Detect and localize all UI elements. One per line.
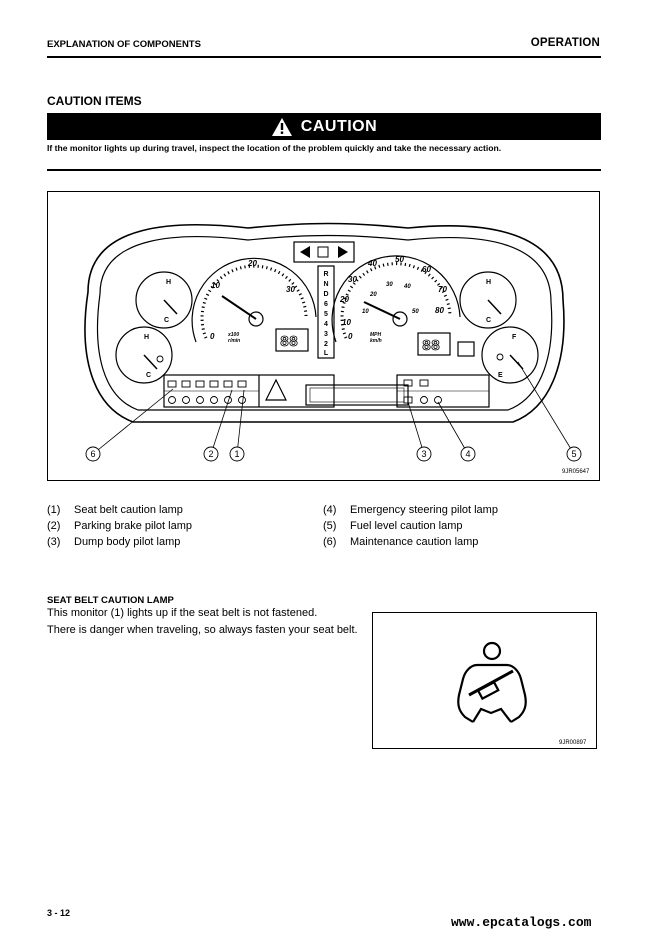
callout-6-label: 6 xyxy=(90,449,95,459)
gear-letter: N xyxy=(323,281,328,288)
watermark-url[interactable]: www.epcatalogs.com xyxy=(451,915,592,930)
item-2: (2) Parking brake pilot lamp xyxy=(47,520,192,532)
caution-label: CAUTION xyxy=(300,117,378,135)
callout-1 xyxy=(229,446,245,462)
callout-2 xyxy=(203,446,219,462)
warning-triangle-icon xyxy=(271,117,292,136)
section-title: CAUTION ITEMS xyxy=(47,94,142,108)
item-number: (4) xyxy=(323,504,337,516)
callout-3-label: 3 xyxy=(421,449,426,459)
item-number: (6) xyxy=(323,536,337,548)
item-3: (3) Dump body pilot lamp xyxy=(47,536,180,548)
item-number: (5) xyxy=(323,520,337,532)
gauge-letter: H xyxy=(166,279,171,286)
gauge-letter: C xyxy=(164,317,169,324)
header-section-label: EXPLANATION OF COMPONENTS xyxy=(47,39,201,50)
speedo-label: 40 xyxy=(367,259,377,268)
item-label: Maintenance caution lamp xyxy=(350,536,479,548)
item-6: (6) Maintenance caution lamp xyxy=(323,536,478,548)
speedo-inner-label: 30 xyxy=(386,282,393,288)
tach-label: 10 xyxy=(211,281,220,290)
item-label: Fuel level caution lamp xyxy=(350,520,463,532)
page-number: 3 - 12 xyxy=(47,908,71,918)
gear-letter: L xyxy=(324,350,329,357)
digital-readout-left: 88 xyxy=(280,334,298,351)
tach-label: 30 xyxy=(286,285,295,294)
speedo-inner-label: 50 xyxy=(412,309,419,315)
instrument-panel-figure: 6 2 1 3 4 5 R N D 6 5 4 3 2 L 0 10 20 30… xyxy=(47,191,600,481)
gear-letter: R xyxy=(323,271,328,278)
speedo-label: 0 xyxy=(348,332,353,341)
seat-belt-title: SEAT BELT CAUTION LAMP xyxy=(47,595,174,606)
digital-readout-right: 88 xyxy=(422,338,440,355)
callout-6 xyxy=(85,446,101,462)
speedo-inner-label: 10 xyxy=(362,309,369,315)
header-divider xyxy=(47,56,601,58)
caution-message: If the monitor lights up during travel, … xyxy=(47,143,502,153)
speedo-label: 10 xyxy=(342,318,351,327)
seat-belt-figure: 9JR00897 xyxy=(372,612,597,749)
item-1: (1) Seat belt caution lamp xyxy=(47,504,183,516)
item-number: (2) xyxy=(47,520,61,532)
speedo-label: 20 xyxy=(339,295,349,304)
caution-divider xyxy=(47,169,601,171)
callout-4-label: 4 xyxy=(465,449,470,459)
item-label: Parking brake pilot lamp xyxy=(74,520,193,532)
seat-belt-line-2: There is danger when traveling, so alway… xyxy=(47,624,358,636)
speedo-unit: MPH xyxy=(370,332,382,338)
gauge-letter: C xyxy=(486,317,491,324)
speedo-label: 70 xyxy=(438,285,447,294)
gauge-letter: E xyxy=(498,372,503,379)
callout-3 xyxy=(416,446,432,462)
item-number: (1) xyxy=(47,504,61,516)
gauge-letter: H xyxy=(486,279,491,286)
header-chapter-label: OPERATION xyxy=(530,37,600,49)
figure-code: 9JR05647 xyxy=(562,469,590,475)
callout-2-label: 2 xyxy=(208,449,213,459)
speedo-inner-label: 40 xyxy=(403,284,411,290)
item-label: Dump body pilot lamp xyxy=(74,536,181,548)
speedo-label: 60 xyxy=(422,265,431,274)
instrument-panel-drawing: 6 2 1 3 4 5 R N D 6 5 4 3 2 L 0 10 20 30… xyxy=(84,222,590,475)
gear-letter: 5 xyxy=(324,311,328,318)
item-label: Seat belt caution lamp xyxy=(74,504,183,516)
tach-label: 0 xyxy=(210,332,215,341)
gauge-letter: F xyxy=(512,334,517,341)
gear-letter: 6 xyxy=(324,301,328,308)
item-5: (5) Fuel level caution lamp xyxy=(323,520,463,532)
tach-unit: x100 xyxy=(227,332,239,338)
speedo-label: 30 xyxy=(348,275,357,284)
speedo-inner-label: 20 xyxy=(369,292,377,298)
caution-banner: CAUTION xyxy=(47,113,601,140)
callout-5 xyxy=(566,446,582,462)
speedo-label: 50 xyxy=(395,255,404,264)
gauge-letter: C xyxy=(146,372,151,379)
seat-belt-icon: 9JR00897 xyxy=(457,641,587,746)
tach-label: 20 xyxy=(247,259,257,268)
gauge-letter: H xyxy=(144,334,149,341)
seat-belt-line-1: This monitor (1) lights up if the seat b… xyxy=(47,607,318,619)
gear-letter: 2 xyxy=(324,341,328,348)
item-4: (4) Emergency steering pilot lamp xyxy=(323,504,498,516)
speedo-label: 80 xyxy=(435,306,444,315)
tach-unit: r/min xyxy=(228,338,240,344)
gear-letter: D xyxy=(323,291,328,298)
speedo-unit: km/h xyxy=(370,338,382,344)
callout-4 xyxy=(460,446,476,462)
gear-letter: 3 xyxy=(324,331,328,338)
item-number: (3) xyxy=(47,536,61,548)
callout-5-label: 5 xyxy=(571,449,576,459)
item-label: Emergency steering pilot lamp xyxy=(350,504,498,516)
callout-1-label: 1 xyxy=(234,449,239,459)
gear-letter: 4 xyxy=(324,321,328,328)
seat-belt-figure-code: 9JR00897 xyxy=(559,740,587,746)
